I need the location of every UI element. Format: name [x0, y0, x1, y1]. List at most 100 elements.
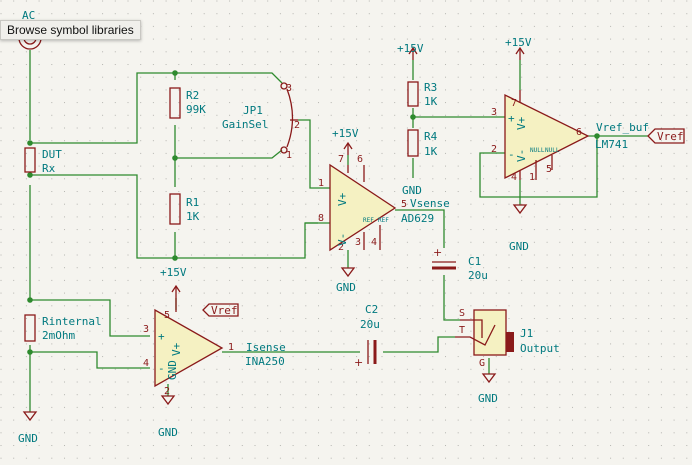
gnd-lm741[interactable]: GND	[509, 204, 529, 253]
wire-c1-j1	[443, 275, 460, 321]
ina250-pin-label: 1	[228, 342, 234, 353]
power-label: +15V	[332, 127, 359, 140]
power-label: +15V	[397, 42, 424, 55]
r3-body	[407, 81, 419, 107]
wire-mid-gainsel	[175, 149, 283, 159]
dut-ref: DUT	[42, 148, 62, 161]
global-label-vref-out[interactable]: Vref	[647, 128, 685, 144]
r2-body	[169, 87, 181, 119]
gnd-r4[interactable]: GND	[402, 178, 422, 197]
net-label-isense[interactable]: Isense	[246, 341, 286, 354]
wire-gainsel-ad629	[298, 119, 330, 189]
jp1-pin-label: 2	[294, 120, 300, 131]
jp1-pin-label: 3	[286, 83, 292, 94]
r1-body	[169, 193, 181, 225]
gnd-label: GND	[336, 281, 356, 294]
r3-value: 1K	[424, 95, 438, 108]
lm741-vplus: V+	[515, 116, 528, 130]
lm741-pin-label: 1	[529, 172, 535, 183]
r2-resistor[interactable]: R2 99K	[169, 87, 206, 119]
r1-resistor[interactable]: R1 1K	[169, 193, 200, 225]
tooltip: Browse symbol libraries	[0, 20, 141, 40]
gnd-symbol	[22, 411, 38, 422]
ina250-value: INA250	[245, 355, 285, 368]
wire-dut-top-gainsel	[30, 72, 283, 144]
global-label-text: Vref	[657, 130, 684, 143]
c2-capacitor[interactable]: + C2 20u	[354, 303, 380, 369]
rinternal-body	[24, 314, 36, 342]
lm741-opamp[interactable]: 3 2 7 4 1 5 6 + - V+ V- NULL NULL LM741	[491, 90, 628, 183]
power-arrow	[408, 46, 418, 55]
gnd-symbol	[481, 373, 497, 384]
lm741-pin-label: 2	[491, 144, 497, 155]
r1-value: 1K	[186, 210, 200, 223]
ad629-value: AD629	[401, 212, 434, 225]
ac-label: AC	[22, 9, 35, 22]
lm741-pin-label: 4	[511, 172, 517, 183]
ad629-vminus: V-	[336, 233, 349, 246]
jp1-pin-label: 1	[286, 150, 292, 161]
power-vplus-ina250[interactable]: +15V	[160, 266, 187, 298]
gnd-j1[interactable]: GND	[478, 373, 498, 405]
power-label: +15V	[505, 36, 532, 49]
gnd-label: GND	[158, 426, 178, 439]
rinternal-resistor[interactable]: Rinternal 2mOhm	[24, 314, 102, 342]
wire-c2-j1	[383, 336, 455, 353]
ad629-pin-label: 5	[401, 199, 407, 210]
gnd-ad629[interactable]: GND	[336, 267, 356, 294]
c2-ref: C2	[365, 303, 378, 316]
ad629-pin-label: 7	[338, 154, 344, 165]
j1-body	[473, 309, 507, 356]
power-vplus-r3[interactable]: +15V	[397, 42, 424, 60]
gnd-symbol	[160, 395, 176, 406]
junction-dot	[27, 297, 33, 303]
jp1-arc	[286, 88, 294, 148]
ad629-vplus: V+	[336, 192, 349, 206]
j1-pin-label: G	[479, 358, 485, 369]
junction-dot	[410, 114, 416, 120]
j1-connector[interactable]: S T G J1 Output	[455, 308, 560, 369]
dut-resistor[interactable]: DUT Rx	[24, 147, 62, 175]
junction-dot	[27, 140, 33, 146]
rinternal-value: 2mOhm	[42, 329, 75, 342]
r4-resistor[interactable]: R4 1K	[407, 129, 438, 158]
r2-value: 99K	[186, 103, 206, 116]
ad629-pin-label: 3	[355, 237, 361, 248]
ina250-amplifier[interactable]: 3 4 5 2 1 + - V+ GND INA250	[143, 308, 285, 397]
junction-dot	[172, 70, 178, 76]
c1-value: 20u	[468, 269, 488, 282]
net-label-vsense[interactable]: Vsense	[410, 197, 450, 210]
jp1-jumper[interactable]: 3 2 1 JP1 GainSel	[222, 82, 300, 161]
power-vplus-lm741[interactable]: +15V	[505, 36, 532, 60]
global-label-shape	[647, 128, 685, 144]
ad629-ref-b: REF	[378, 217, 389, 224]
dut-body	[24, 147, 36, 173]
c1-capacitor[interactable]: + C1 20u	[432, 246, 488, 282]
j1-ref: J1	[520, 327, 533, 340]
r2-ref: R2	[186, 89, 199, 102]
gnd-label: GND	[18, 432, 38, 445]
ad629-amplifier[interactable]: 1 8 7 6 2 3 4 5 V+ V- REF REF AD629	[318, 154, 434, 253]
gnd-ina250[interactable]: GND	[158, 395, 178, 439]
rinternal-ref: Rinternal	[42, 315, 102, 328]
jp1-value: GainSel	[222, 118, 268, 131]
lm741-vminus: V-	[515, 149, 528, 162]
gnd-label: GND	[478, 392, 498, 405]
jp1-pin3-circle	[280, 82, 288, 90]
r3-resistor[interactable]: R3 1K	[407, 81, 438, 108]
lm741-null-b: NULL	[545, 147, 560, 154]
lm741-pin-label: 5	[546, 164, 552, 175]
j1-tip-contact	[455, 324, 496, 346]
global-label-vref-in[interactable]: Vref	[175, 298, 239, 317]
lm741-value: LM741	[595, 138, 628, 151]
lm741-pin-label: 3	[491, 107, 497, 118]
ad629-pin-label: 6	[357, 154, 363, 165]
j1-value: Output	[520, 342, 560, 355]
ad629-ref-a: REF	[363, 217, 374, 224]
net-label-vref-buf[interactable]: Vref_buf	[596, 121, 649, 134]
ina250-pin-label: 3	[143, 324, 149, 335]
power-vplus-ad629[interactable]: +15V	[332, 127, 359, 155]
gnd-dut[interactable]: GND	[18, 411, 38, 445]
